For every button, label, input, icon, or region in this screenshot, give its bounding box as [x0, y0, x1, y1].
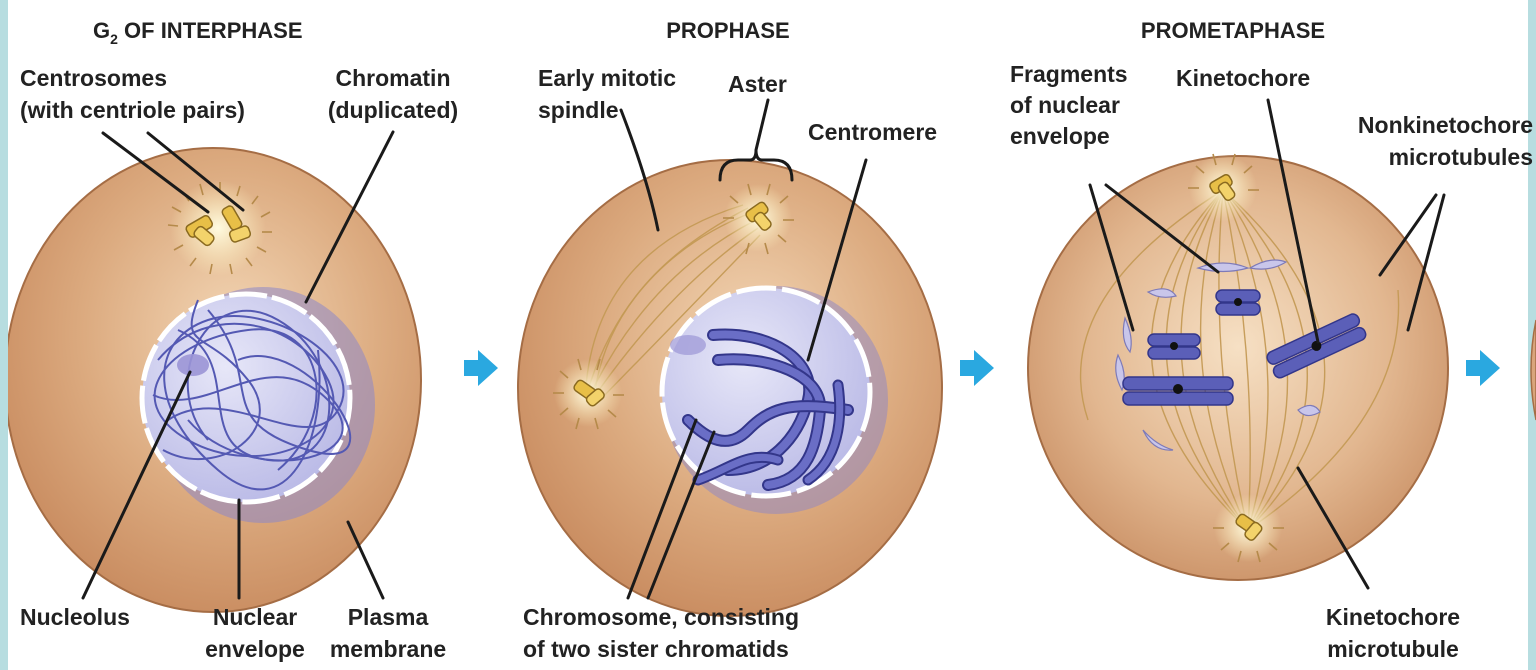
- prophase-nucleolus: [670, 335, 706, 355]
- panel-prometaphase: PROMETAPHASE: [1010, 18, 1533, 662]
- mitosis-diagram: G2 OF INTERPHASE: [8, 0, 1536, 670]
- panel-2-title: PROPHASE: [666, 18, 789, 43]
- g2-nucleolus: [177, 354, 209, 376]
- label-centromere: Centromere: [808, 119, 937, 145]
- label-nonkinetochore: Nonkinetochoremicrotubules: [1358, 112, 1533, 170]
- leader-aster: [756, 100, 768, 150]
- next-cell-edge: [1531, 320, 1536, 420]
- right-arrow-icon: [1466, 350, 1500, 386]
- label-kinetochore: Kinetochore: [1176, 65, 1310, 91]
- label-kinetochore-microtubule: Kinetochoremicrotubule: [1326, 604, 1460, 662]
- right-arrow-icon: [960, 350, 994, 386]
- panel-3-title: PROMETAPHASE: [1141, 18, 1325, 43]
- panel-1-title: G2 OF INTERPHASE: [93, 18, 303, 47]
- label-centrosomes: Centrosomes(with centriole pairs): [20, 65, 245, 123]
- label-fragments: Fragmentsof nuclearenvelope: [1010, 61, 1128, 149]
- label-chromatin: Chromatin(duplicated): [328, 65, 458, 123]
- label-nucleolus: Nucleolus: [20, 604, 130, 630]
- right-arrow-icon: [464, 350, 498, 386]
- chromosome-1: [1216, 290, 1260, 315]
- label-chromosome: Chromosome, consistingof two sister chro…: [523, 604, 799, 662]
- label-nuclear-envelope: Nuclearenvelope: [205, 604, 305, 662]
- panel-prophase: PROPHASE: [518, 18, 942, 662]
- chromosome-2: [1148, 334, 1200, 359]
- label-plasma-membrane: Plasmamembrane: [330, 604, 446, 662]
- label-early-spindle: Early mitoticspindle: [538, 65, 676, 123]
- panel-g2-interphase: G2 OF INTERPHASE: [8, 18, 458, 662]
- label-aster: Aster: [728, 71, 787, 97]
